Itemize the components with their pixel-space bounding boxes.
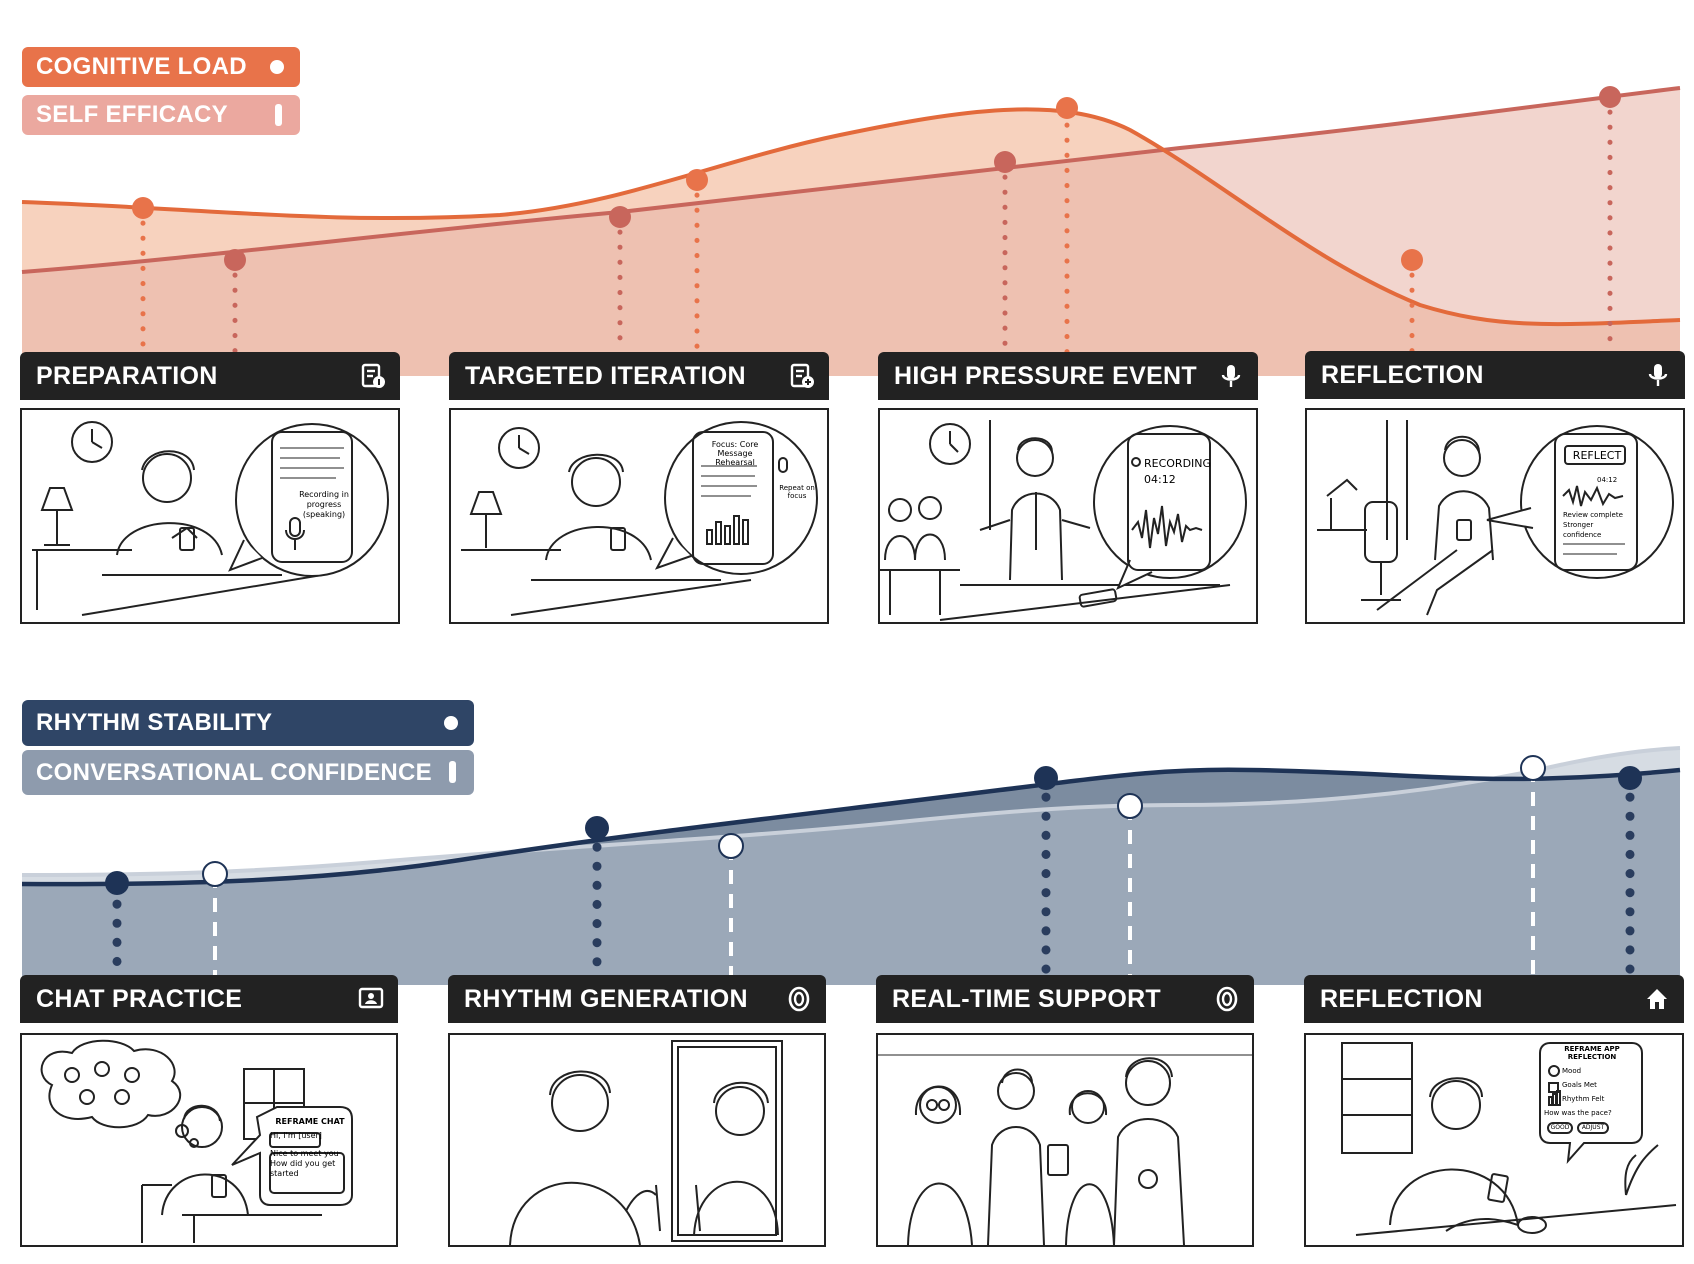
- legend-self-efficacy: SELF EFFICACY: [22, 95, 300, 135]
- illustration-preparation: Recording in progress (speaking): [20, 408, 400, 624]
- stage-title-targeted-iteration: TARGETED ITERATION: [449, 352, 829, 400]
- bubble-caption: Focus: Core Message Rehearsal: [711, 440, 759, 467]
- rhythm-stability-line: [21, 767, 1681, 887]
- bubble-button-good: GOOD: [1550, 1124, 1570, 1131]
- legend-rhythm-stability: RHYTHM STABILITY: [22, 700, 474, 746]
- stage-title-chat-practice: CHAT PRACTICE: [20, 975, 398, 1023]
- self-efficacy-area: [22, 88, 1680, 376]
- top-data-points: [132, 86, 1621, 271]
- stage-title-rhythm-generation: RHYTHM GENERATION: [448, 975, 826, 1023]
- stage-title-high-pressure-event: HIGH PRESSURE EVENT: [878, 352, 1258, 400]
- bubble-button-adjust: ADJUST: [1581, 1124, 1605, 1131]
- stage-title-text: REFLECTION: [1320, 984, 1483, 1013]
- illustration-rhythm-generation: [448, 1033, 826, 1247]
- illustration-chat-practice: REFRAME CHAT Hi, I'm [user] Nice to meet…: [20, 1033, 398, 1247]
- bubble-caption: REFLECT: [1572, 449, 1622, 462]
- dot-marker-icon: [270, 60, 284, 74]
- pulse-icon: [1216, 986, 1238, 1012]
- bubble-caption: REFRAME CHAT Hi, I'm [user] Nice to meet…: [270, 1117, 345, 1178]
- self-efficacy-line: [21, 86, 1681, 274]
- legend-label: SELF EFFICACY: [36, 101, 228, 128]
- bottom-data-points: [105, 755, 1642, 895]
- legend-conversational-confidence: CONVERSATIONAL CONFIDENCE: [22, 750, 474, 795]
- bubble-caption: Recording in progress (speaking): [299, 490, 349, 519]
- bubble-caption: RECORDING 04:12: [1144, 457, 1212, 486]
- bubble-caption: 04:12: [1597, 476, 1618, 484]
- stage-title-text: TARGETED ITERATION: [465, 361, 746, 390]
- bubble-caption: Review complete Stronger confidence: [1563, 510, 1629, 540]
- legend-label: CONVERSATIONAL CONFIDENCE: [36, 758, 432, 786]
- bubble-caption: Repeat on focus: [779, 484, 815, 500]
- illustration-high-pressure-event: RECORDING 04:12: [878, 408, 1258, 624]
- bubble-caption: REFRAME APP REFLECTION Mood Goals Met Rh…: [1544, 1045, 1620, 1117]
- stage-title-reflection: REFLECTION: [1305, 351, 1685, 399]
- pulse-icon: [788, 986, 810, 1012]
- stage-title-text: REFLECTION: [1321, 360, 1484, 389]
- bar-marker-icon: [449, 761, 456, 783]
- document-add-icon: [790, 363, 814, 388]
- conversational-confidence-area: [22, 748, 1680, 985]
- stage-title-text: HIGH PRESSURE EVENT: [894, 361, 1197, 390]
- stage-title-text: CHAT PRACTICE: [36, 984, 243, 1013]
- bar-marker-icon: [275, 104, 282, 126]
- cognitive-load-line: [21, 107, 1681, 327]
- home-icon: [1647, 989, 1667, 1009]
- legend-label: COGNITIVE LOAD: [36, 53, 247, 80]
- legend-cognitive-load: COGNITIVE LOAD: [22, 47, 300, 87]
- document-icon: [361, 363, 385, 388]
- illustration-reflection-top: REFLECT 04:12 Review complete Stronger c…: [1305, 408, 1685, 624]
- stage-title-text: RHYTHM GENERATION: [464, 984, 748, 1013]
- microphone-icon: [1221, 365, 1241, 387]
- legend-label: RHYTHM STABILITY: [36, 709, 273, 736]
- dot-marker-icon: [444, 716, 458, 730]
- stage-title-reflection-bottom: REFLECTION: [1304, 975, 1684, 1023]
- stage-title-preparation: PREPARATION: [20, 352, 400, 400]
- illustration-reflection-bottom: REFRAME APP REFLECTION Mood Goals Met Rh…: [1304, 1033, 1684, 1247]
- stage-title-real-time-support: REAL-TIME SUPPORT: [876, 975, 1254, 1023]
- chat-icon: [358, 987, 384, 1009]
- stage-title-text: REAL-TIME SUPPORT: [892, 984, 1161, 1013]
- microphone-icon: [1648, 364, 1668, 386]
- stage-title-text: PREPARATION: [36, 361, 218, 390]
- illustration-real-time-support: [876, 1033, 1254, 1247]
- illustration-targeted-iteration: Focus: Core Message Rehearsal Repeat on …: [449, 408, 829, 624]
